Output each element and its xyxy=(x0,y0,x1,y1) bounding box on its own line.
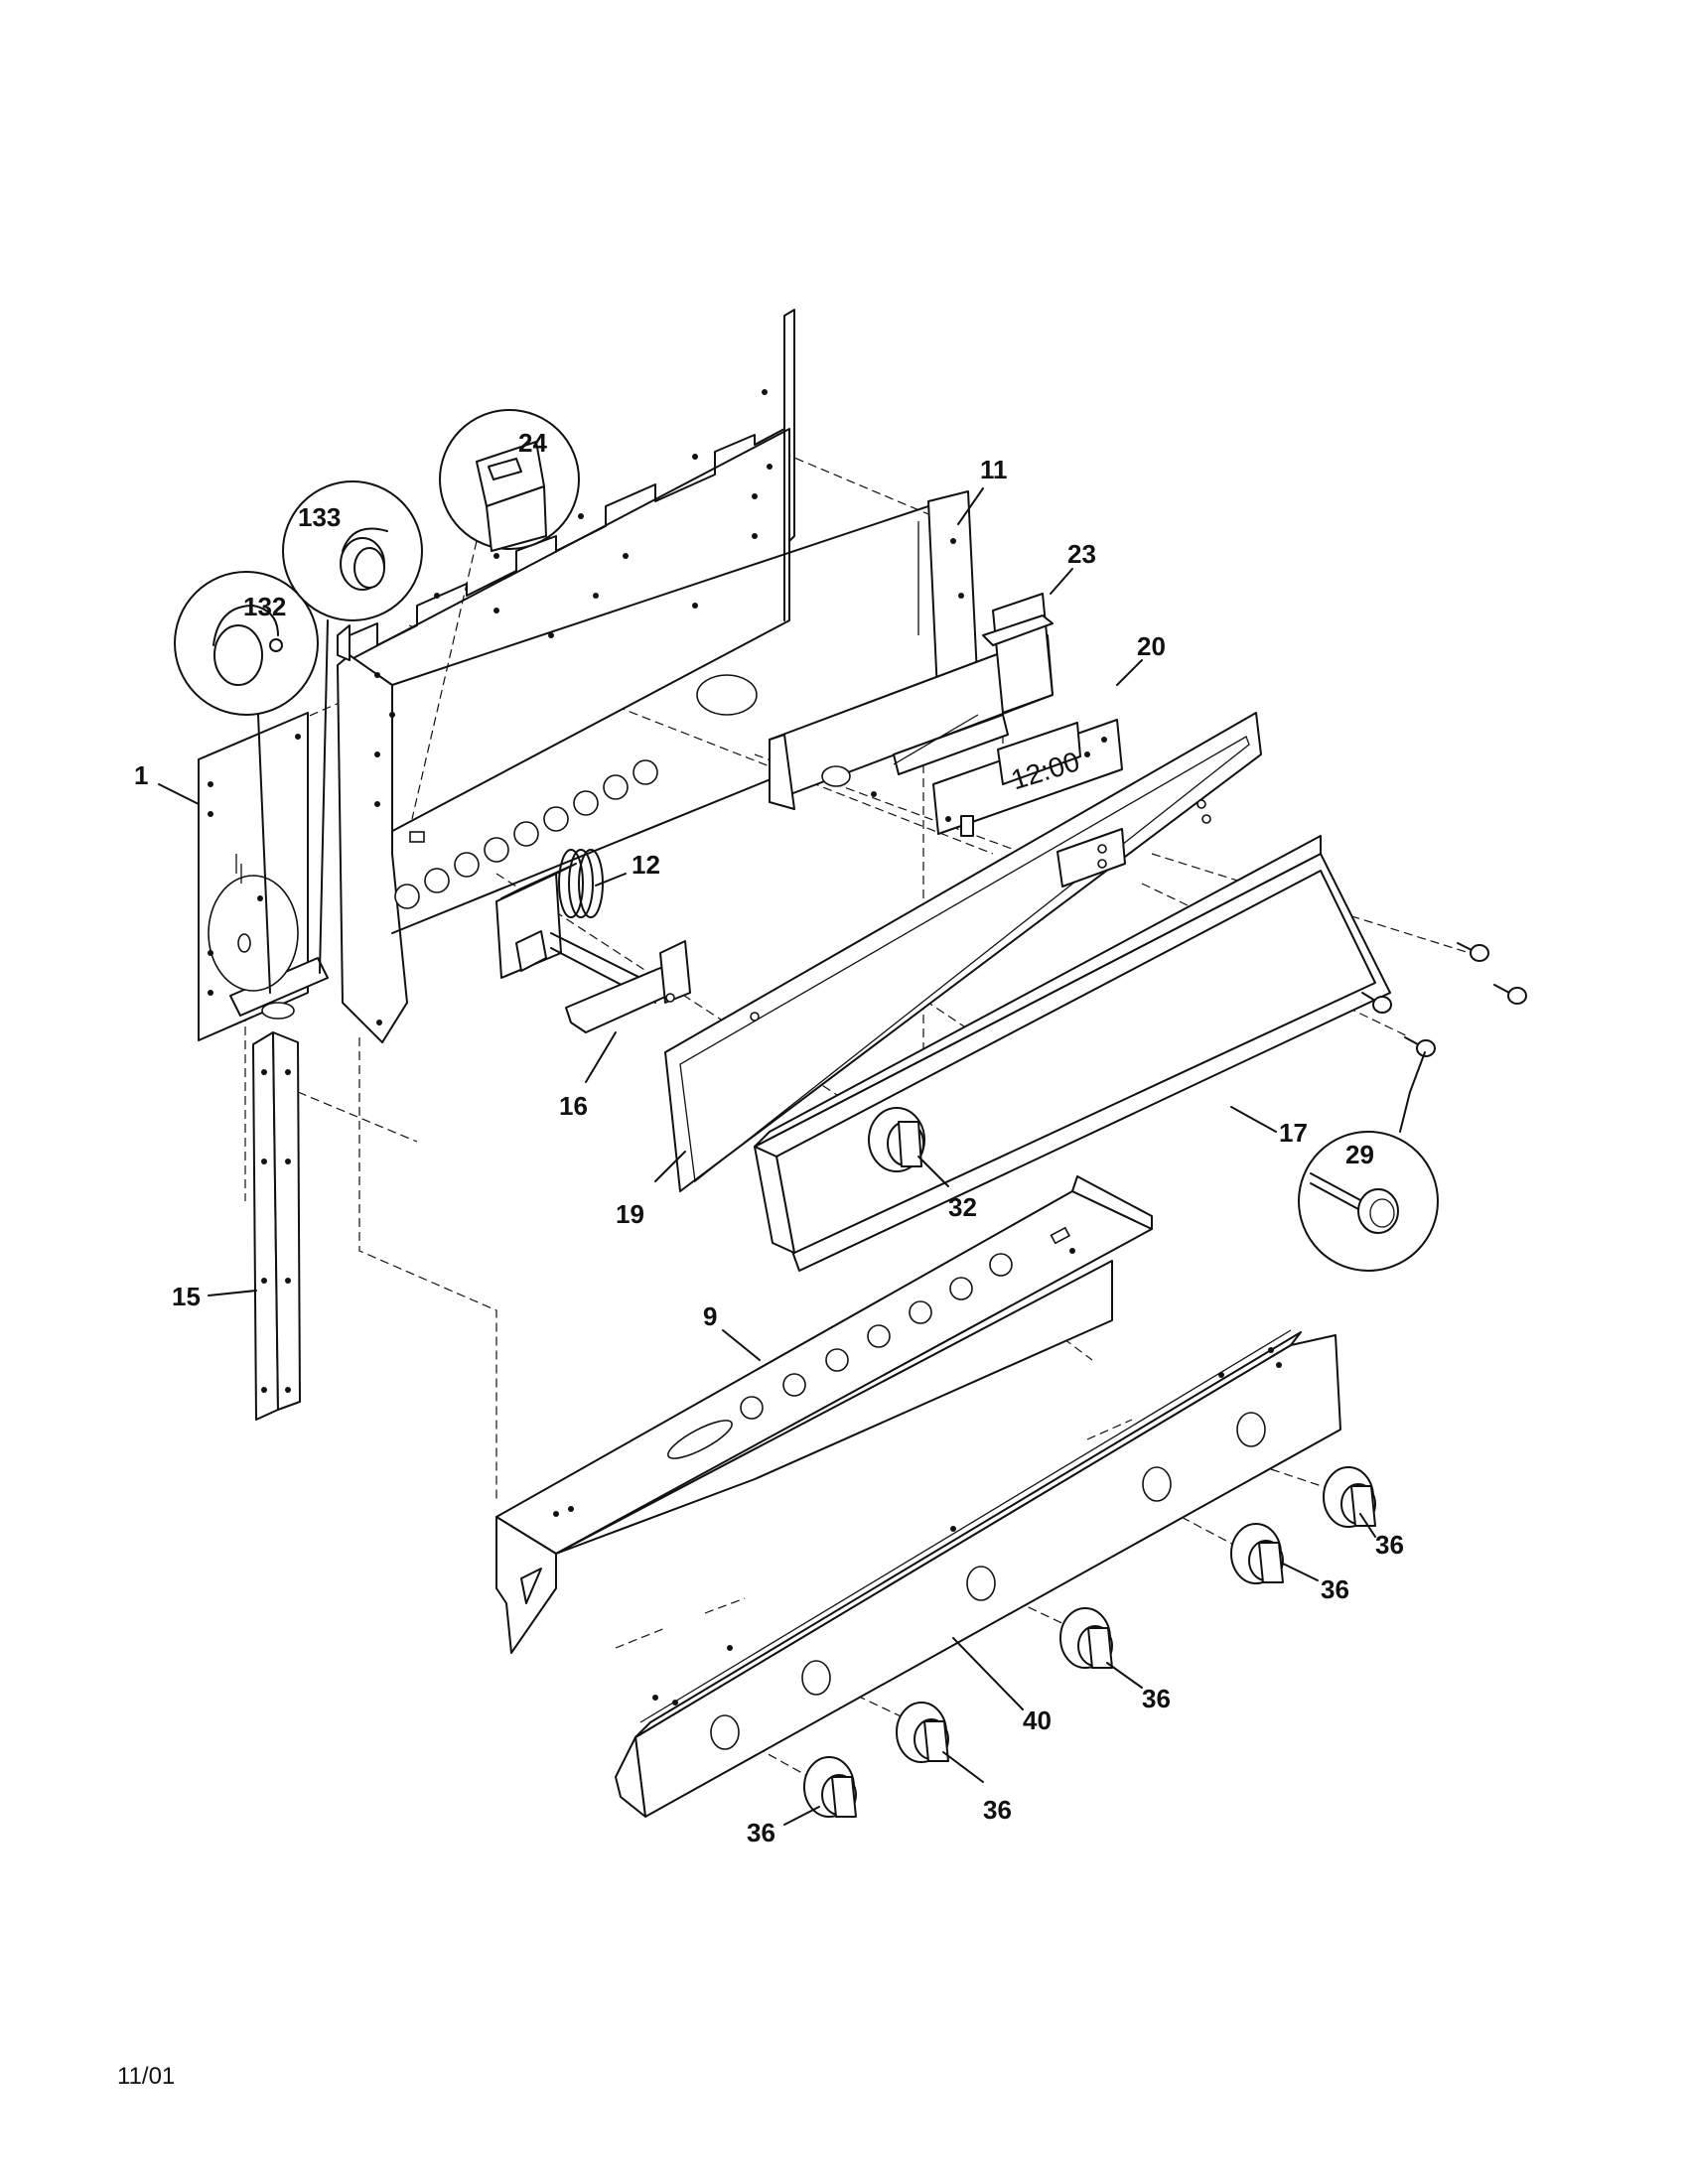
callout-19: 19 xyxy=(616,1199,644,1229)
callout-36-a: 36 xyxy=(1375,1530,1404,1560)
part-36-knob-3 xyxy=(1059,1607,1113,1669)
callout-132: 132 xyxy=(243,592,286,621)
callout-36-d: 36 xyxy=(983,1795,1012,1825)
callout-36-e: 36 xyxy=(747,1818,775,1847)
detail-circle-132 xyxy=(174,571,319,994)
callout-23: 23 xyxy=(1067,539,1096,569)
part-23-clock-bracket xyxy=(769,593,1054,810)
callout-16: 16 xyxy=(559,1091,588,1121)
callout-15: 15 xyxy=(172,1282,201,1311)
callout-11: 11 xyxy=(980,455,1008,484)
part-36-knob-4 xyxy=(1230,1523,1284,1584)
detail-circle-133 xyxy=(282,480,423,974)
part-29-screws xyxy=(1361,942,1527,1057)
part-32-knob xyxy=(868,1107,925,1172)
callout-9: 9 xyxy=(703,1301,717,1331)
part-12-infinite-switch xyxy=(495,849,604,979)
part-40-backguard-trim xyxy=(615,1329,1341,1818)
callout-12: 12 xyxy=(632,850,660,880)
detail-circle-24 xyxy=(411,409,580,820)
leader-lines xyxy=(158,487,1376,1826)
part-9-control-channel xyxy=(495,1175,1153,1654)
part-36-knob-5 xyxy=(1323,1466,1376,1528)
callout-36-b: 36 xyxy=(1321,1574,1349,1604)
date-code: 11/01 xyxy=(117,2063,176,2090)
part-20-clock: 12:00 xyxy=(932,719,1123,837)
part-16-switch-bracket xyxy=(550,932,691,1033)
callout-24: 24 xyxy=(518,428,547,458)
callout-17: 17 xyxy=(1279,1118,1308,1148)
callout-32: 32 xyxy=(948,1192,977,1222)
part-1-side-bracket xyxy=(198,712,329,1041)
detail-circle-29 xyxy=(1298,1051,1439,1272)
part-36-knob-2 xyxy=(896,1702,949,1763)
callout-40: 40 xyxy=(1023,1706,1052,1735)
rear-top-panel xyxy=(349,309,795,661)
part-19-control-panel xyxy=(664,712,1262,1192)
callout-133: 133 xyxy=(298,502,341,532)
callout-1: 1 xyxy=(134,760,148,790)
callout-labels: 1 9 11 12 15 16 17 19 20 23 24 29 32 36 … xyxy=(134,428,1404,1847)
callout-36-c: 36 xyxy=(1142,1684,1171,1713)
callout-29: 29 xyxy=(1345,1140,1374,1169)
callout-20: 20 xyxy=(1137,631,1166,661)
part-15-angle-strip xyxy=(252,1031,301,1421)
part-36-knob-1 xyxy=(803,1756,857,1818)
